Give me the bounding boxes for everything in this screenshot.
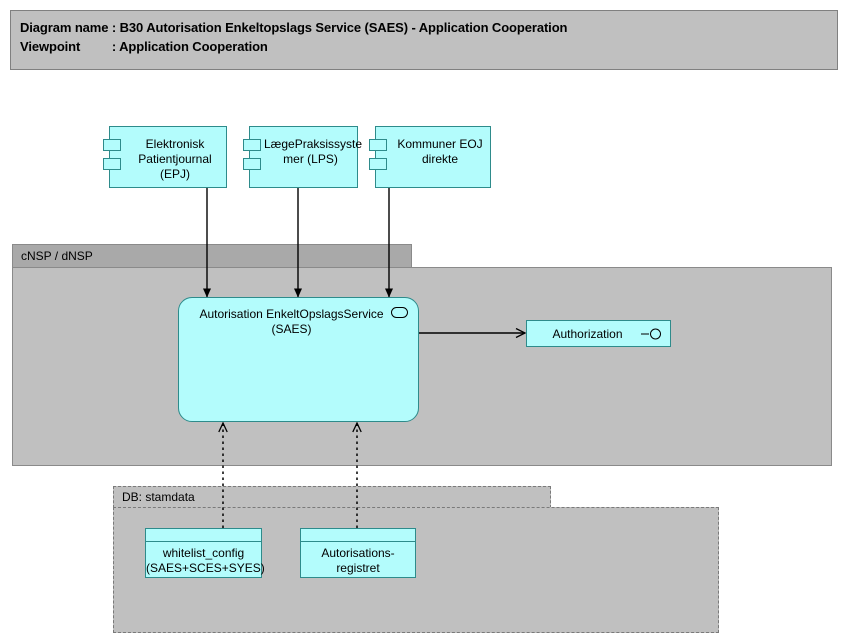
application-component-epj[interactable]: Elektronisk Patientjournal (EPJ) [103,126,227,188]
lollipop-stick-icon [641,333,649,335]
application-interface-icon [641,328,661,339]
viewpoint-line: Viewpoint : Application Cooperation [20,39,268,54]
component-tab-icon [243,158,261,170]
application-service-saes-label: Autorisation EnkeltOpslagsService (SAES) [199,307,384,336]
data-object-autorisationsregistret-label: Autorisations- registret [321,546,395,575]
component-tab-icon [369,139,387,151]
application-component-kommuner-eoj[interactable]: Kommuner EOJ direkte [369,126,491,188]
group-cnsp-dnsp[interactable]: cNSP / dNSP [12,244,832,466]
data-object-autorisationsregistret[interactable]: Autorisations- registret [300,528,416,578]
application-component-lps-label: LægePraksissyste mer (LPS) [264,137,363,166]
group-cnsp-dnsp-body [12,267,832,466]
diagram-header-box: Diagram name : B30 Autorisation Enkeltop… [10,10,838,70]
data-object-header-bar [301,529,415,542]
group-db-stamdata-label: DB: stamdata [122,490,195,504]
application-component-lps[interactable]: LægePraksissyste mer (LPS) [243,126,363,188]
application-service-icon [391,307,408,318]
component-tab-icon [369,158,387,170]
application-interface-authorization[interactable]: Authorization [526,320,671,347]
group-cnsp-dnsp-label: cNSP / dNSP [21,249,93,263]
application-interface-authorization-label: Authorization [552,327,623,341]
application-service-saes[interactable]: Autorisation EnkeltOpslagsService (SAES) [178,297,419,422]
component-tab-icon [103,158,121,170]
data-object-header-bar [146,529,261,542]
component-tab-icon [103,139,121,151]
application-component-kommuner-eoj-label: Kommuner EOJ direkte [397,137,483,166]
diagram-name-line: Diagram name : B30 Autorisation Enkeltop… [20,20,568,35]
data-object-whitelist-config-label: whitelist_config (SAES+SCES+SYES) [146,546,265,575]
data-object-whitelist-config[interactable]: whitelist_config (SAES+SCES+SYES) [145,528,265,578]
component-tab-icon [243,139,261,151]
lollipop-circle-icon [650,328,661,339]
application-component-epj-label: Elektronisk Patientjournal (EPJ) [138,137,212,181]
